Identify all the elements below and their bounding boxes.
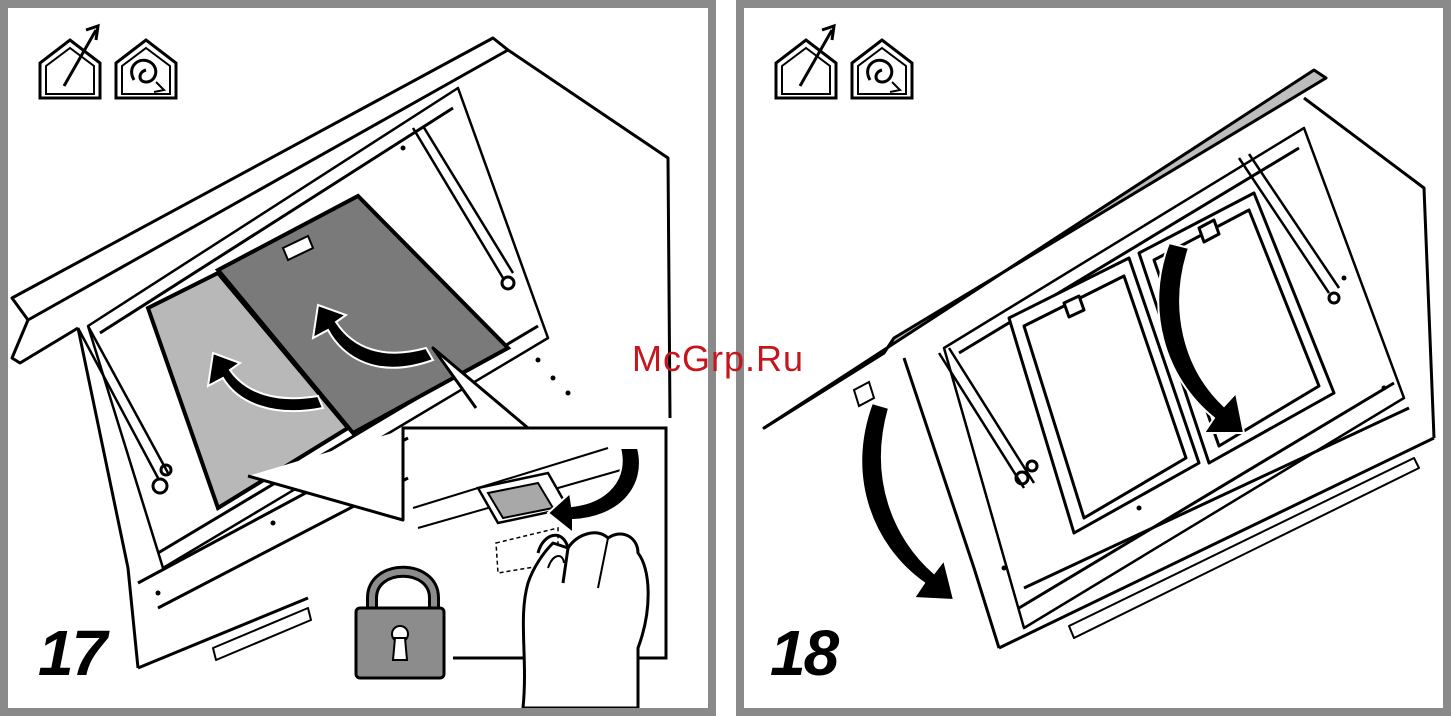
close-arrow-icon bbox=[861, 403, 954, 600]
hand-icon bbox=[523, 533, 648, 708]
step-17-panel: 17 bbox=[0, 0, 716, 716]
recirculation-icon bbox=[852, 40, 912, 98]
step-number: 18 bbox=[770, 616, 837, 690]
step-number: 17 bbox=[38, 616, 105, 690]
ducted-extraction-icon bbox=[776, 26, 836, 98]
watermark: McGrp.Ru bbox=[632, 338, 804, 380]
step-17-illustration bbox=[8, 8, 708, 708]
cooker-hood bbox=[904, 98, 1434, 648]
step-18-panel: 18 bbox=[736, 0, 1451, 716]
recirculation-icon bbox=[116, 40, 176, 98]
padlock-icon bbox=[356, 572, 444, 678]
ducted-extraction-icon bbox=[40, 26, 100, 98]
step-18-illustration bbox=[744, 8, 1443, 708]
